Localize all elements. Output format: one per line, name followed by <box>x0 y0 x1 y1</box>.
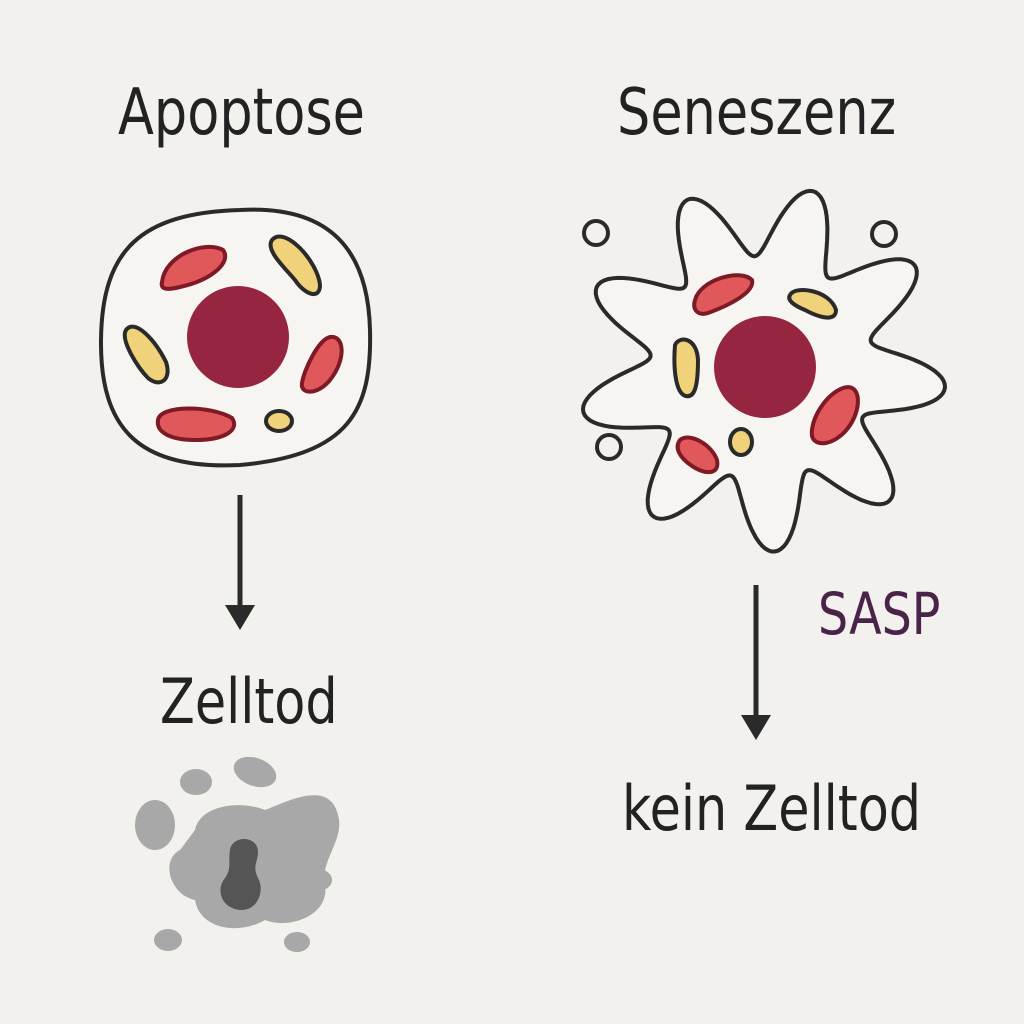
mitochondrion-red <box>692 273 755 316</box>
mitochondrion-red <box>155 406 236 443</box>
mitochondrion-yellow <box>122 324 170 385</box>
mitochondrion-yellow <box>268 234 323 296</box>
condensed-nucleus <box>220 838 261 910</box>
apoptosis-title: Apoptose <box>118 76 365 150</box>
nucleus <box>714 316 816 418</box>
arrow-down-left <box>225 495 255 630</box>
arrow-down-right <box>741 585 771 740</box>
apoptotic-debris <box>135 756 340 952</box>
cell-death-label: Zelltod <box>160 665 338 738</box>
apoptotic-cell <box>98 207 373 468</box>
sasp-label: SASP <box>818 580 941 648</box>
mitochondrion-red <box>299 334 344 394</box>
mitochondrion-yellow <box>672 337 701 399</box>
no-cell-death-label: kein Zelltod <box>622 772 922 845</box>
mitochondrion-red <box>809 385 860 446</box>
vesicle-yellow <box>264 409 294 433</box>
nucleus <box>187 286 289 388</box>
vesicle-yellow <box>728 427 754 457</box>
sasp-vesicle <box>870 220 898 248</box>
mitochondrion-yellow <box>787 288 839 320</box>
senescence-title: Seneszenz <box>617 76 897 150</box>
sasp-vesicle <box>582 219 610 247</box>
senescent-cell <box>580 188 948 554</box>
mitochondrion-red <box>675 435 720 475</box>
sasp-vesicle <box>595 433 623 461</box>
mitochondrion-red <box>159 244 227 291</box>
